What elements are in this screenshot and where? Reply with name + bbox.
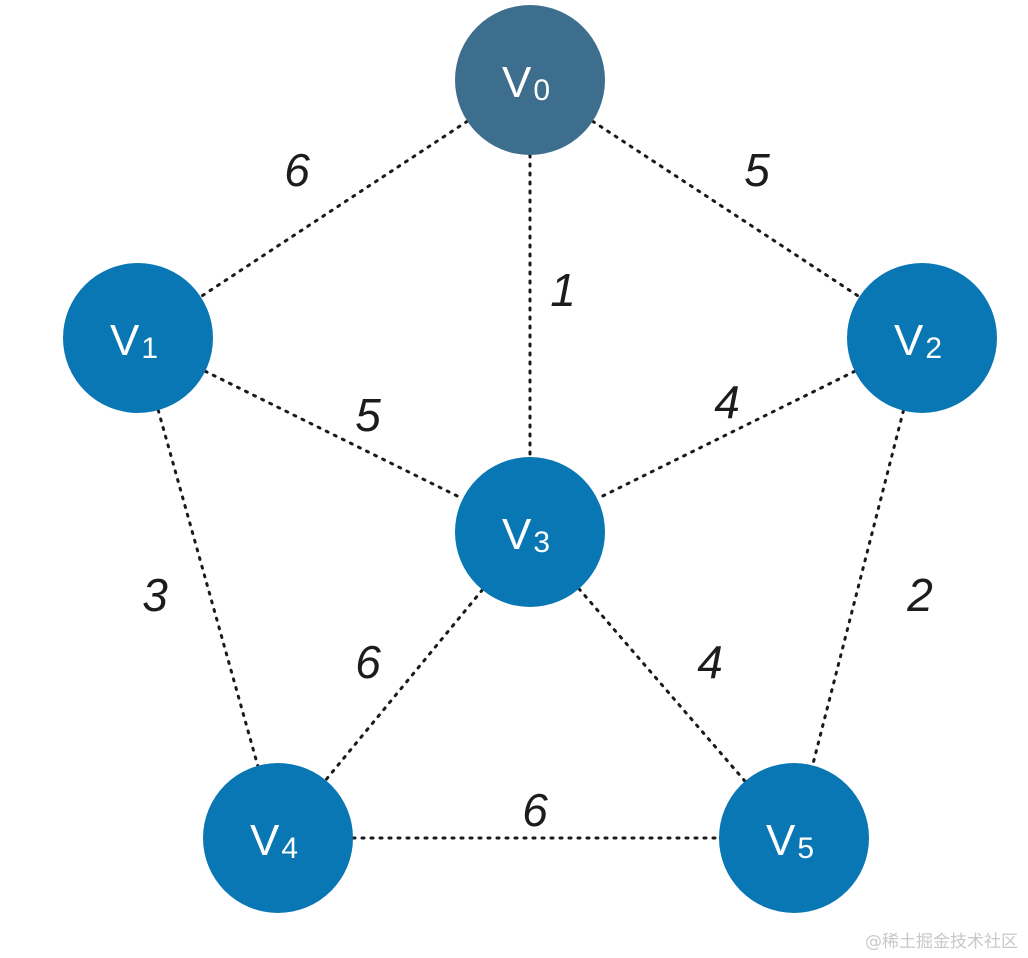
- edge-weight-v1-v4: 3: [142, 569, 168, 621]
- node-label-v4: V4: [250, 816, 298, 865]
- node-v5: V5: [719, 763, 869, 913]
- edge-weight-v3-v4: 6: [355, 636, 381, 688]
- node-label-v1: V1: [110, 316, 158, 365]
- node-circle-v5: [719, 763, 869, 913]
- node-subscript: 4: [281, 832, 298, 865]
- watermark: @稀土掘金技术社区: [865, 932, 1018, 952]
- node-letter: V: [502, 510, 532, 559]
- node-v0: V0: [455, 5, 605, 155]
- node-letter: V: [894, 316, 924, 365]
- node-circle-v4: [203, 763, 353, 913]
- edge-weight-v0-v3: 1: [550, 264, 576, 316]
- node-letter: V: [250, 816, 280, 865]
- node-v3: V3: [455, 457, 605, 607]
- node-subscript: 5: [797, 832, 814, 865]
- node-label-v3: V3: [502, 510, 550, 559]
- edge-v0-v2: [591, 119, 861, 299]
- node-letter: V: [766, 816, 796, 865]
- node-v1: V1: [63, 263, 213, 413]
- edge-v3-v4: [324, 588, 484, 782]
- edge-weight-v2-v3: 4: [714, 376, 740, 428]
- edge-weight-v1-v3: 5: [355, 389, 381, 441]
- edge-v1-v4: [156, 408, 260, 768]
- edge-weight-labels: 6 5 1 5 4 3 2 6 4 6: [142, 144, 933, 836]
- node-label-v5: V5: [766, 816, 814, 865]
- edge-weight-v3-v5: 4: [697, 636, 723, 688]
- node-v4: V4: [203, 763, 353, 913]
- node-letter: V: [110, 316, 140, 365]
- node-subscript: 0: [533, 74, 550, 107]
- node-circle-v2: [847, 263, 997, 413]
- edges-layer: [156, 119, 905, 840]
- edge-weight-v4-v5: 6: [522, 784, 548, 836]
- node-label-v0: V0: [502, 58, 550, 107]
- edge-v0-v1: [199, 119, 469, 299]
- node-circle-v3: [455, 457, 605, 607]
- edge-weight-v2-v5: 2: [906, 569, 933, 621]
- node-circle-v0: [455, 5, 605, 155]
- node-circle-v1: [63, 263, 213, 413]
- edge-weight-v0-v1: 6: [284, 144, 310, 196]
- edge-v3-v5: [577, 587, 747, 783]
- edge-v2-v5: [811, 409, 905, 767]
- edge-weight-v0-v2: 5: [744, 144, 770, 196]
- node-subscript: 3: [533, 526, 550, 559]
- edge-v1-v3: [203, 369, 465, 501]
- node-letter: V: [502, 58, 532, 107]
- node-subscript: 2: [925, 332, 942, 365]
- node-subscript: 1: [141, 332, 158, 365]
- node-label-v2: V2: [894, 316, 942, 365]
- node-v2: V2: [847, 263, 997, 413]
- edge-v2-v3: [595, 369, 857, 501]
